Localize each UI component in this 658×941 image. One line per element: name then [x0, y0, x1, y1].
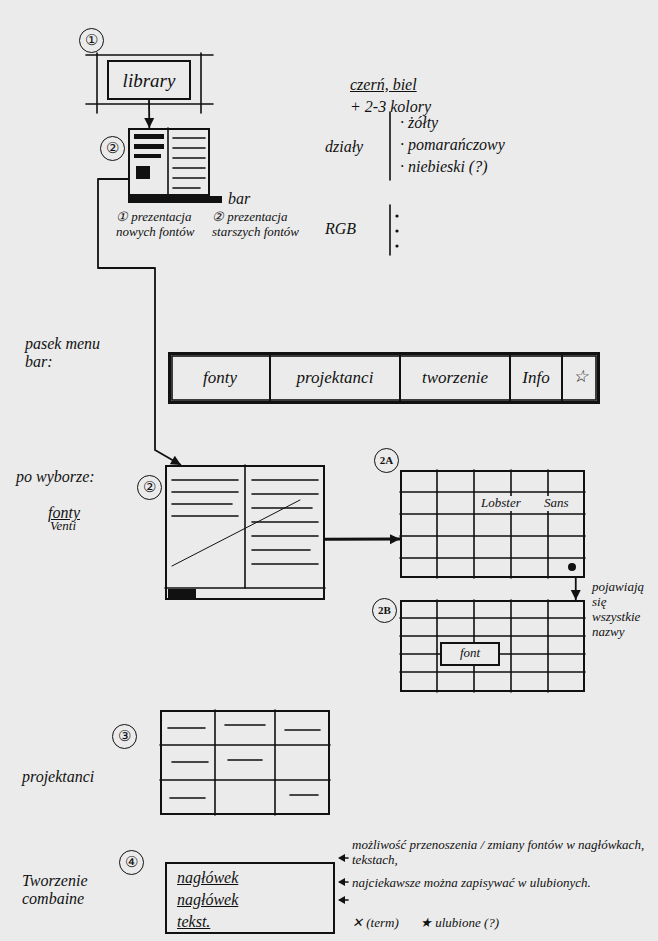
note-label: możliwość przenoszenia / zmiany fontów w…: [352, 838, 648, 868]
note-label: po wyborze:: [16, 468, 95, 486]
node-text: Lobster: [479, 496, 523, 511]
note-label: ② prezentacja starszych fontów: [212, 210, 308, 240]
callout-number: ④: [119, 850, 144, 875]
menu-item: ☆: [563, 355, 597, 401]
font-list-grid: 2Bfont: [400, 600, 585, 692]
note-label: · żółty: [400, 114, 438, 132]
page-sketch: ②: [165, 465, 325, 600]
node-text: tekst.: [177, 913, 210, 931]
font-grid: 2AVentiLobsterSans: [400, 470, 585, 578]
note-label: ★ ulubione (?): [420, 916, 499, 931]
node-text: nagłówek: [177, 891, 238, 909]
connector-arrow: [144, 100, 154, 128]
note-label: Tworzenie combaine: [22, 872, 122, 909]
menu-item: projektanci: [271, 355, 401, 401]
menu-item: tworzenie: [401, 355, 511, 401]
note-label: działy: [325, 138, 363, 156]
note-label: fonty: [48, 504, 80, 522]
node-text: ☆: [563, 367, 597, 387]
arrow-head: [390, 534, 400, 544]
callout-number: ③: [112, 724, 137, 749]
node-text: fonty: [171, 368, 269, 388]
callout-number: ②: [137, 475, 162, 500]
callout-number: 2A: [374, 448, 399, 473]
node-text: Venti: [48, 519, 78, 534]
note-label: najciekawsze można zapisywać w ulubionyc…: [352, 876, 648, 891]
node-text: pasek menu bar:: [25, 335, 127, 372]
note-label: + 2-3 kolory: [350, 98, 431, 116]
node-text: nagłówek: [177, 869, 238, 887]
note-label: RGB: [325, 220, 356, 238]
node-text: Sans: [542, 496, 571, 511]
menu-item: fonty: [171, 355, 271, 401]
connector-line: [325, 538, 400, 541]
callout-number: 2B: [372, 598, 397, 623]
menu-item: Info: [511, 355, 563, 401]
arrow-head: [571, 590, 581, 600]
arrow-head: [144, 118, 154, 128]
note-label: · pomarańczowy: [400, 136, 505, 154]
page-sketch: ②: [128, 128, 210, 196]
note-label: · niebieski (?): [400, 158, 488, 176]
menu-bar: pasek menu bar:fontyprojektancitworzenie…: [168, 352, 600, 404]
designer-grid: ③: [160, 710, 330, 815]
note-label: projektanci: [22, 768, 94, 786]
connector-line: [148, 100, 150, 128]
note-label: ✕ (term): [352, 916, 399, 931]
connector-arrow: [571, 578, 581, 600]
note-label: bar: [228, 190, 250, 208]
callout-number: ②: [100, 136, 125, 161]
editor-box: ④nagłóweknagłówektekst.: [165, 862, 335, 934]
note-label: pojawiają się wszystkie nazwy: [592, 580, 654, 640]
connector-arrow: [325, 534, 400, 544]
callout-number: ①: [79, 28, 104, 53]
node-text: library: [109, 70, 189, 92]
note-label: ① prezentacja nowych fontów: [116, 210, 204, 240]
arrow-head: [170, 456, 181, 465]
node-text: tworzenie: [401, 368, 509, 388]
font-box: font: [440, 642, 500, 666]
node-text: projektanci: [271, 368, 399, 388]
connector-line: [575, 578, 577, 600]
node-text: Info: [511, 368, 561, 388]
library-box: ①library: [107, 60, 191, 100]
note-label: czerń, biel: [350, 76, 417, 94]
node-text: font: [442, 646, 498, 661]
